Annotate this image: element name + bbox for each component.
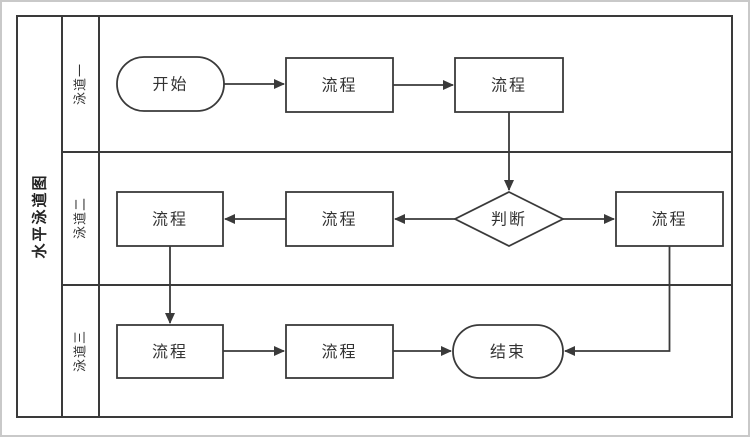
node-proc-lane1-right: 流程	[454, 57, 564, 113]
lane-label-2: 泳道二	[73, 197, 88, 239]
decision-diamond-shape	[452, 190, 566, 248]
process-label: 流程	[152, 211, 188, 229]
end-label: 结束	[490, 343, 526, 361]
decision-label: 判断	[491, 211, 527, 229]
node-proc-lane3-mid: 流程	[285, 324, 394, 379]
start-label: 开始	[152, 76, 188, 94]
node-end: 结束	[452, 324, 564, 379]
process-label: 流程	[321, 343, 357, 361]
node-start: 开始	[116, 56, 225, 112]
process-shape	[116, 191, 224, 247]
process-shape	[285, 57, 394, 113]
node-proc-lane3-left: 流程	[116, 324, 224, 379]
node-proc-lane1-mid: 流程	[285, 57, 394, 113]
process-shape	[285, 191, 394, 247]
process-shape	[285, 324, 394, 379]
process-label: 流程	[321, 211, 357, 229]
lane-label-3: 泳道三	[73, 330, 88, 372]
diagram-title: 水平泳道图	[30, 173, 48, 258]
node-decision: 判断	[452, 190, 566, 248]
process-label: 流程	[321, 77, 357, 95]
process-shape	[615, 191, 724, 247]
start-terminator-shape	[116, 56, 225, 112]
process-label: 流程	[152, 343, 188, 361]
edge-lane2-right-to-end	[564, 246, 671, 356]
process-label: 流程	[491, 77, 527, 95]
end-terminator-shape	[452, 324, 564, 379]
lane-label-1: 泳道一	[73, 63, 88, 105]
diagram-frame	[16, 15, 733, 418]
process-label: 流程	[651, 211, 687, 229]
node-proc-lane2-right: 流程	[615, 191, 724, 247]
process-shape	[454, 57, 564, 113]
node-proc-lane2-mid: 流程	[285, 191, 394, 247]
node-proc-lane2-left: 流程	[116, 191, 224, 247]
process-shape	[116, 324, 224, 379]
